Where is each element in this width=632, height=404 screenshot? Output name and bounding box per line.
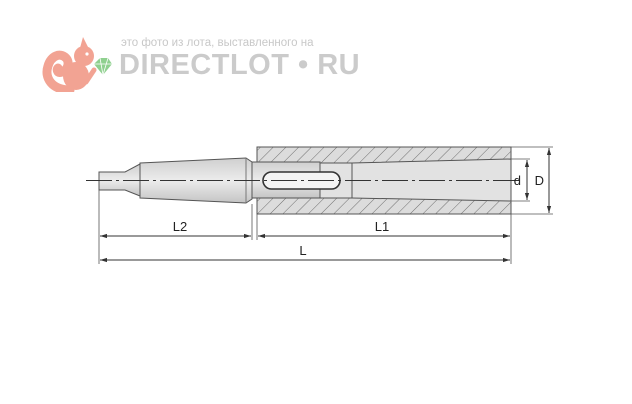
dimension-label-l: L	[299, 243, 306, 258]
dimension-d-large: D	[535, 148, 552, 213]
dimension-d-small: d	[514, 160, 530, 200]
dimension-l: L	[100, 243, 510, 263]
dimension-label-d-small: d	[514, 173, 521, 188]
watermark-brand: DIRECTLOT • RU	[119, 49, 361, 81]
squirrel-gem-icon	[42, 37, 112, 92]
dimension-label-l2: L2	[173, 219, 187, 234]
watermark-caption: это фото из лота, выставленного на	[121, 37, 314, 49]
dimension-label-l1: L1	[375, 219, 389, 234]
dimension-l1: L1	[258, 219, 510, 239]
dimension-l2: L2	[100, 219, 251, 239]
dimension-label-d-large: D	[535, 173, 544, 188]
extension-lines	[98, 146, 553, 264]
watermark: это фото из лота, выставленного на DIREC…	[40, 34, 360, 96]
